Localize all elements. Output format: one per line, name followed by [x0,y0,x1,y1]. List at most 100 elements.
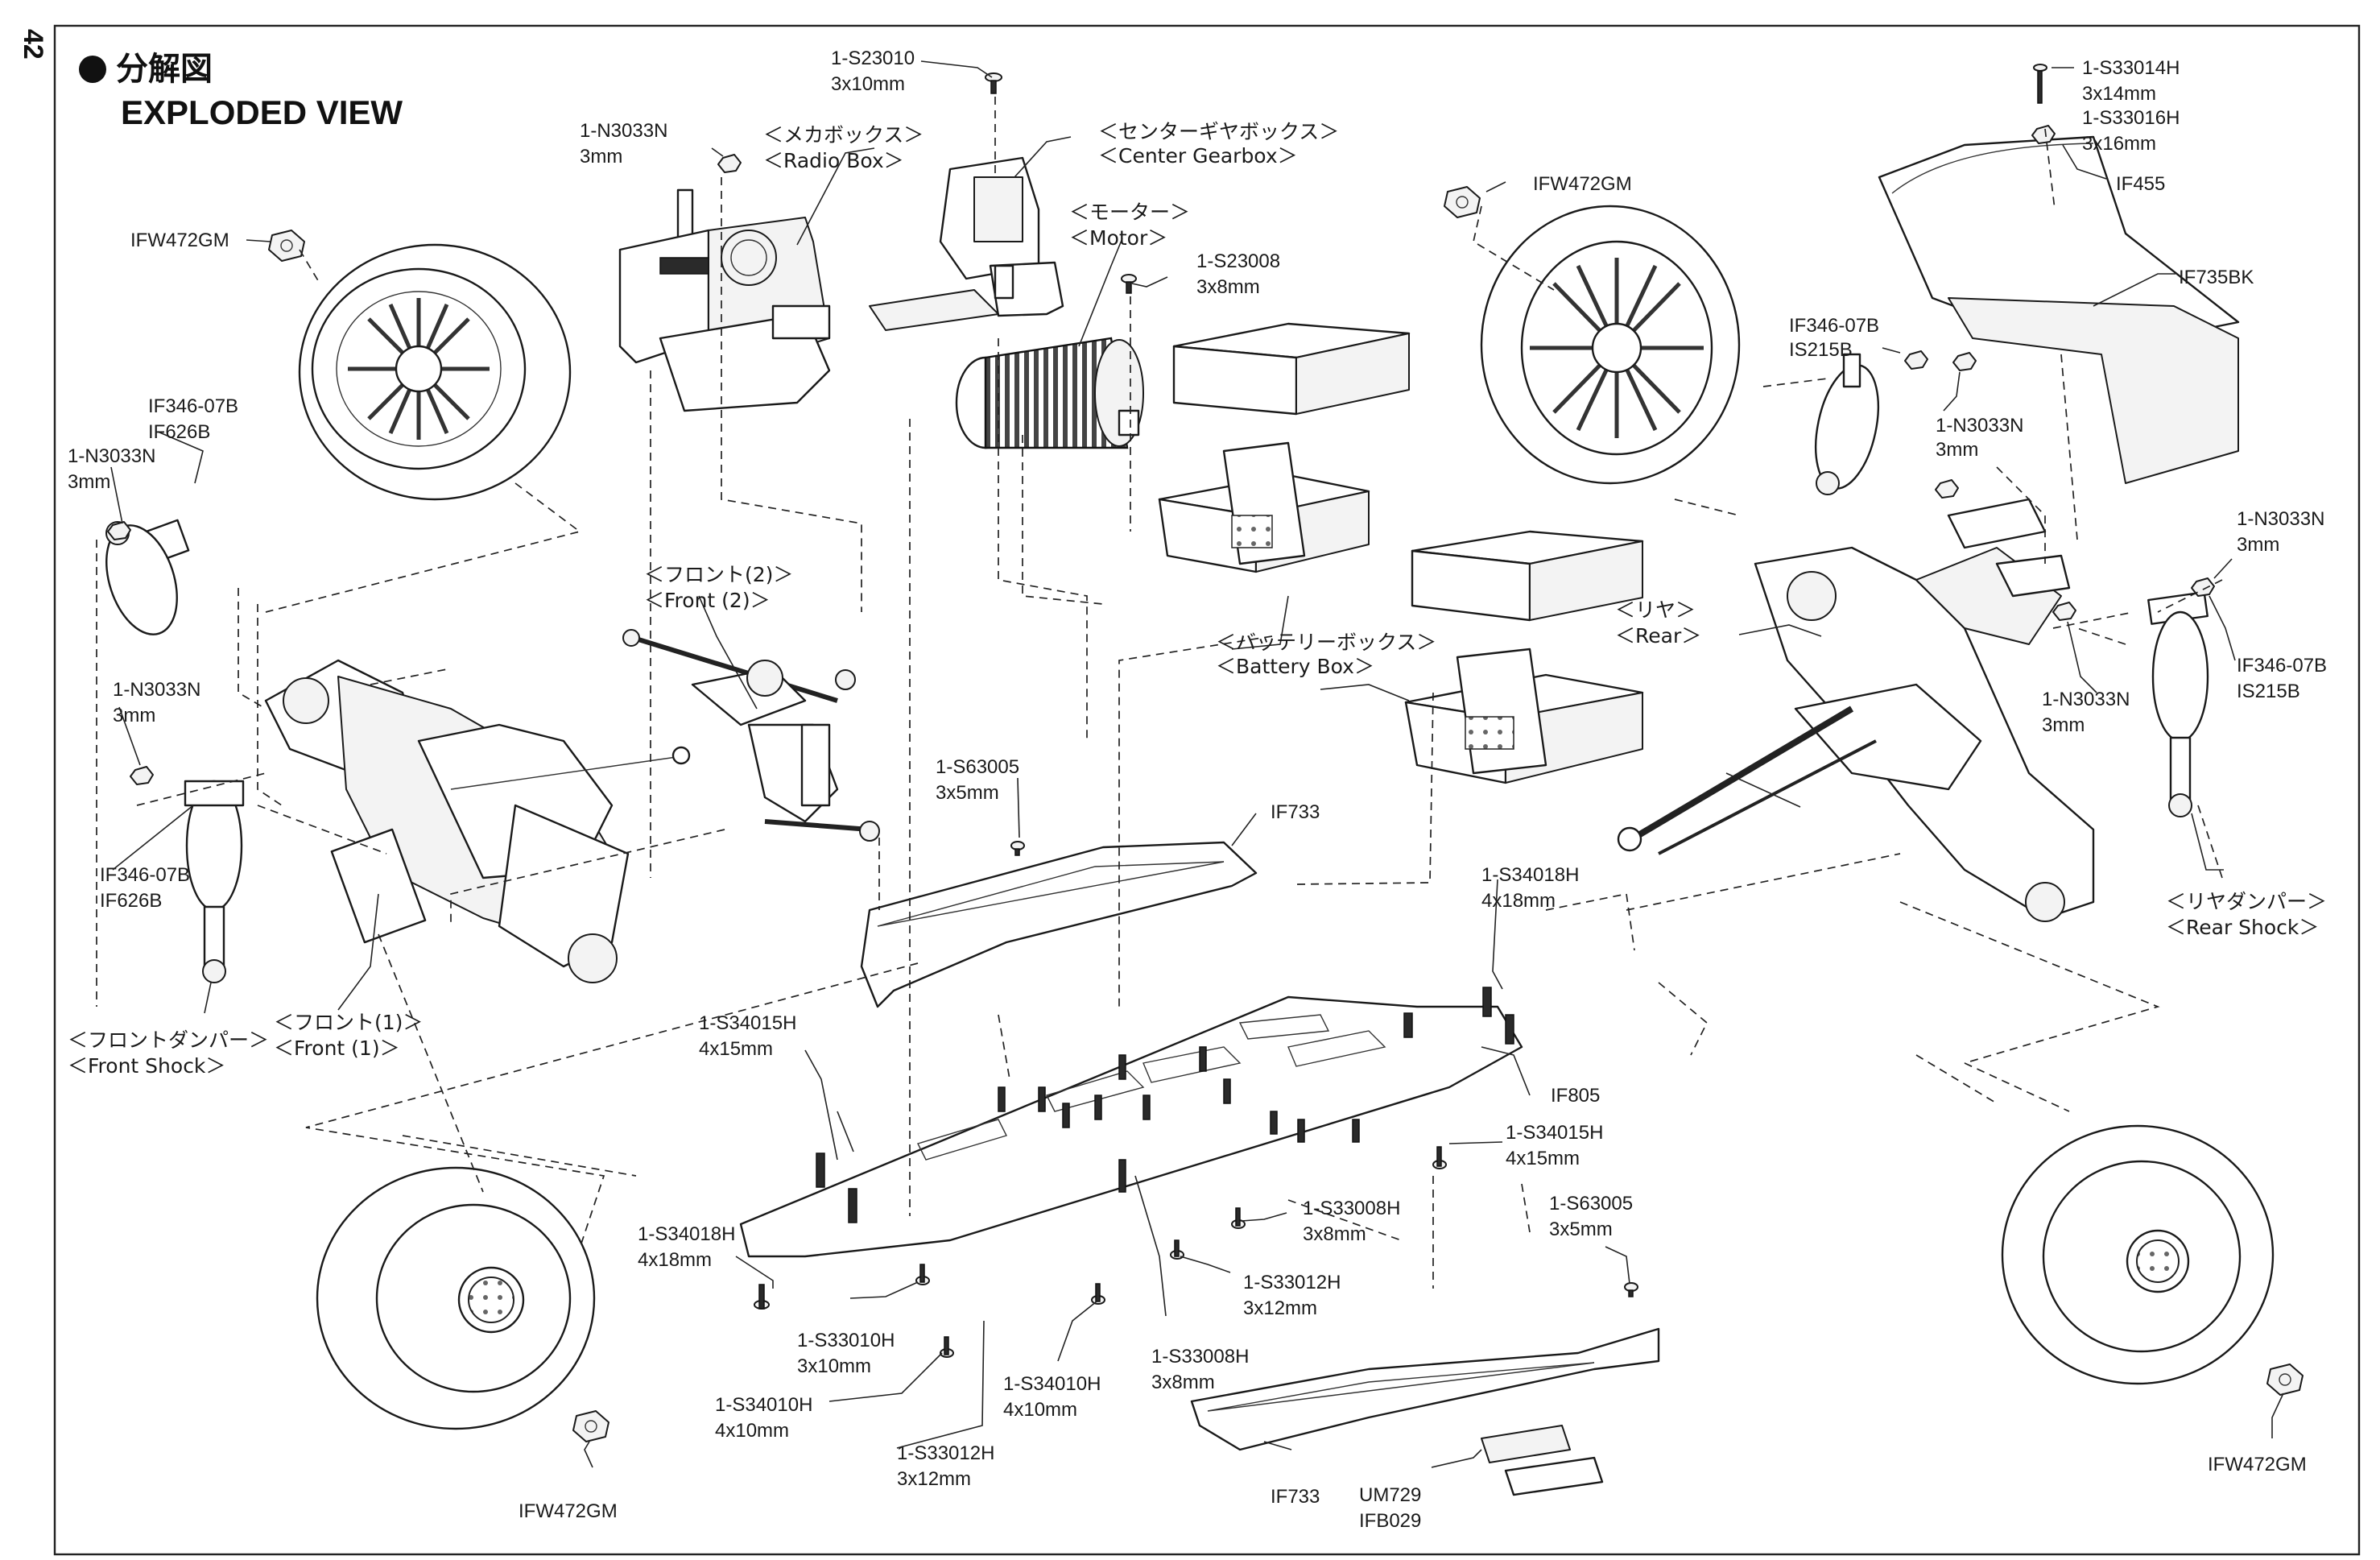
svg-text:1-S33012H: 1-S33012H [1243,1272,1341,1293]
svg-text:IFW472GM: IFW472GM [130,230,229,251]
svg-text:IF735BK: IF735BK [2179,267,2254,288]
part-callout: 1-S33010H 3x10mm [797,1330,895,1377]
section-label-en: ＜Front Shock＞ [68,1054,225,1078]
part-callout: IF735BK [2179,267,2254,288]
rear-wing-assembly [1878,135,2240,484]
section-label-en: ＜Battery Box＞ [1216,655,1374,678]
part-callout: IF733 [1271,801,1320,823]
section-label-front-shock: ＜フロントダンパー＞ ＜Front Shock＞ [68,1028,269,1078]
svg-text:IF733: IF733 [1271,1486,1320,1508]
part-callout: UM729 IFB029 [1359,1484,1421,1532]
part-callout: IFW472GM [519,1500,618,1522]
svg-text:3mm: 3mm [68,471,110,493]
section-label-en: ＜Rear Shock＞ [2166,916,2319,939]
screw-icon [1121,274,1137,294]
svg-text:IFW472GM: IFW472GM [2208,1454,2307,1475]
part-callout: 1-S23010 3x10mm [831,48,915,95]
svg-text:IFB029: IFB029 [1359,1510,1421,1532]
wheel-nut-icon [1444,186,1481,218]
part-callout: 1-S33008H 3x8mm [1303,1198,1400,1245]
svg-text:IF626B: IF626B [148,421,210,443]
svg-text:3x12mm: 3x12mm [1243,1297,1317,1319]
screw-icon [1231,1207,1246,1229]
svg-text:IF346-07B: IF346-07B [2237,655,2327,677]
section-label-en: ＜Radio Box＞ [763,149,904,172]
svg-text:1-S33012H: 1-S33012H [897,1442,994,1464]
part-callout: IF733 [1271,1486,1320,1508]
leader-lines [110,60,2284,1468]
svg-text:1-S23010: 1-S23010 [831,48,915,69]
section-label-jp: ＜リヤ＞ [1615,598,1696,622]
section-label-en: ＜Front (2)＞ [644,589,771,612]
screw-icon [1170,1239,1184,1260]
section-label-jp: ＜メカボックス＞ [763,123,923,147]
part-callout: 1-S23008 3x8mm [1196,250,1280,298]
svg-text:IF346-07B: IF346-07B [100,864,190,886]
svg-text:1-S63005: 1-S63005 [1549,1193,1633,1214]
title-bullet-icon [79,56,106,83]
center-gearbox-assembly [869,156,1064,331]
screw-icon [1010,841,1025,856]
svg-text:3x16mm: 3x16mm [2082,133,2156,155]
section-label-jp: ＜フロントダンパー＞ [68,1028,269,1052]
svg-text:1-N3033N: 1-N3033N [2237,508,2324,530]
svg-text:IF733: IF733 [1271,801,1320,823]
svg-text:3x14mm: 3x14mm [2082,83,2156,105]
assembly-guide-lines [96,97,2223,1289]
part-callout: 1-S33014H 3x14mm 1-S33016H 3x16mm [2082,57,2180,155]
section-label-front-1: ＜フロント(1)＞ ＜Front (1)＞ [274,1011,423,1060]
page-frame [53,24,2361,1556]
part-callout: IF346-07B IS215B [2237,655,2327,702]
part-callout: 1-N3033N 3mm [113,679,200,726]
part-callout: IF346-07B IF626B [100,864,190,912]
part-callout: 1-S33012H 3x12mm [897,1442,994,1490]
svg-text:3mm: 3mm [2042,714,2085,736]
part-callout: IFW472GM [2208,1454,2307,1475]
part-callout: 1-S34015H 4x15mm [699,1012,796,1060]
battery-box-upper [1158,441,1370,573]
svg-text:4x15mm: 4x15mm [1506,1148,1580,1169]
svg-text:1-N3033N: 1-N3033N [113,679,200,701]
radio-box-assembly [618,188,831,412]
nut-icon [1952,352,1977,371]
svg-text:3x8mm: 3x8mm [1151,1372,1215,1393]
section-label-jp: ＜フロント(2)＞ [644,563,793,586]
svg-text:3x5mm: 3x5mm [936,782,999,804]
title-en: EXPLODED VIEW [121,93,403,131]
section-label-rear: ＜リヤ＞ ＜Rear＞ [1615,598,1701,648]
svg-text:1-S34015H: 1-S34015H [699,1012,796,1034]
screw-icon [754,1284,770,1310]
svg-text:4x10mm: 4x10mm [715,1420,789,1442]
nut-icon [717,154,742,173]
nut-icon [1904,350,1928,370]
section-label-front-2: ＜フロント(2)＞ ＜Front (2)＞ [644,563,793,612]
svg-text:4x15mm: 4x15mm [699,1038,773,1060]
part-callout: 1-N3033N 3mm [580,120,667,168]
part-callout: 1-S34018H 4x18mm [638,1223,735,1271]
screw-icon [1624,1282,1638,1297]
svg-text:1-N3033N: 1-N3033N [2042,689,2130,710]
svg-text:3x5mm: 3x5mm [1549,1219,1613,1240]
front-chassis-assembly [264,659,691,983]
part-callout: IFW472GM [1533,173,1632,195]
part-callout: 1-S34010H 4x10mm [1003,1373,1101,1421]
wheel-nut-icon [572,1410,609,1442]
part-callout: IFW472GM [130,230,229,251]
svg-text:IS215B: IS215B [1789,339,1853,361]
svg-text:1-S34010H: 1-S34010H [715,1394,812,1416]
svg-text:IF455: IF455 [2116,173,2165,195]
part-callout: 1-S34010H 4x10mm [715,1394,812,1442]
svg-text:1-S34018H: 1-S34018H [1481,864,1579,886]
svg-text:4x18mm: 4x18mm [638,1249,712,1271]
page-number: 42 [18,29,48,60]
svg-text:IFW472GM: IFW472GM [519,1500,618,1522]
side-guard-upper [860,841,1258,1008]
section-label-radio-box: ＜メカボックス＞ ＜Radio Box＞ [763,123,923,172]
nut-icons [107,125,2215,785]
section-label-center-gearbox: ＜センターギヤボックス＞ ＜Center Gearbox＞ [1098,120,1339,168]
screw-icon [915,1264,930,1285]
wheel-front-left-top [298,243,572,501]
part-callout: 1-N3033N 3mm [2237,508,2324,556]
part-callout: 1-S33008H 3x8mm [1151,1346,1249,1393]
